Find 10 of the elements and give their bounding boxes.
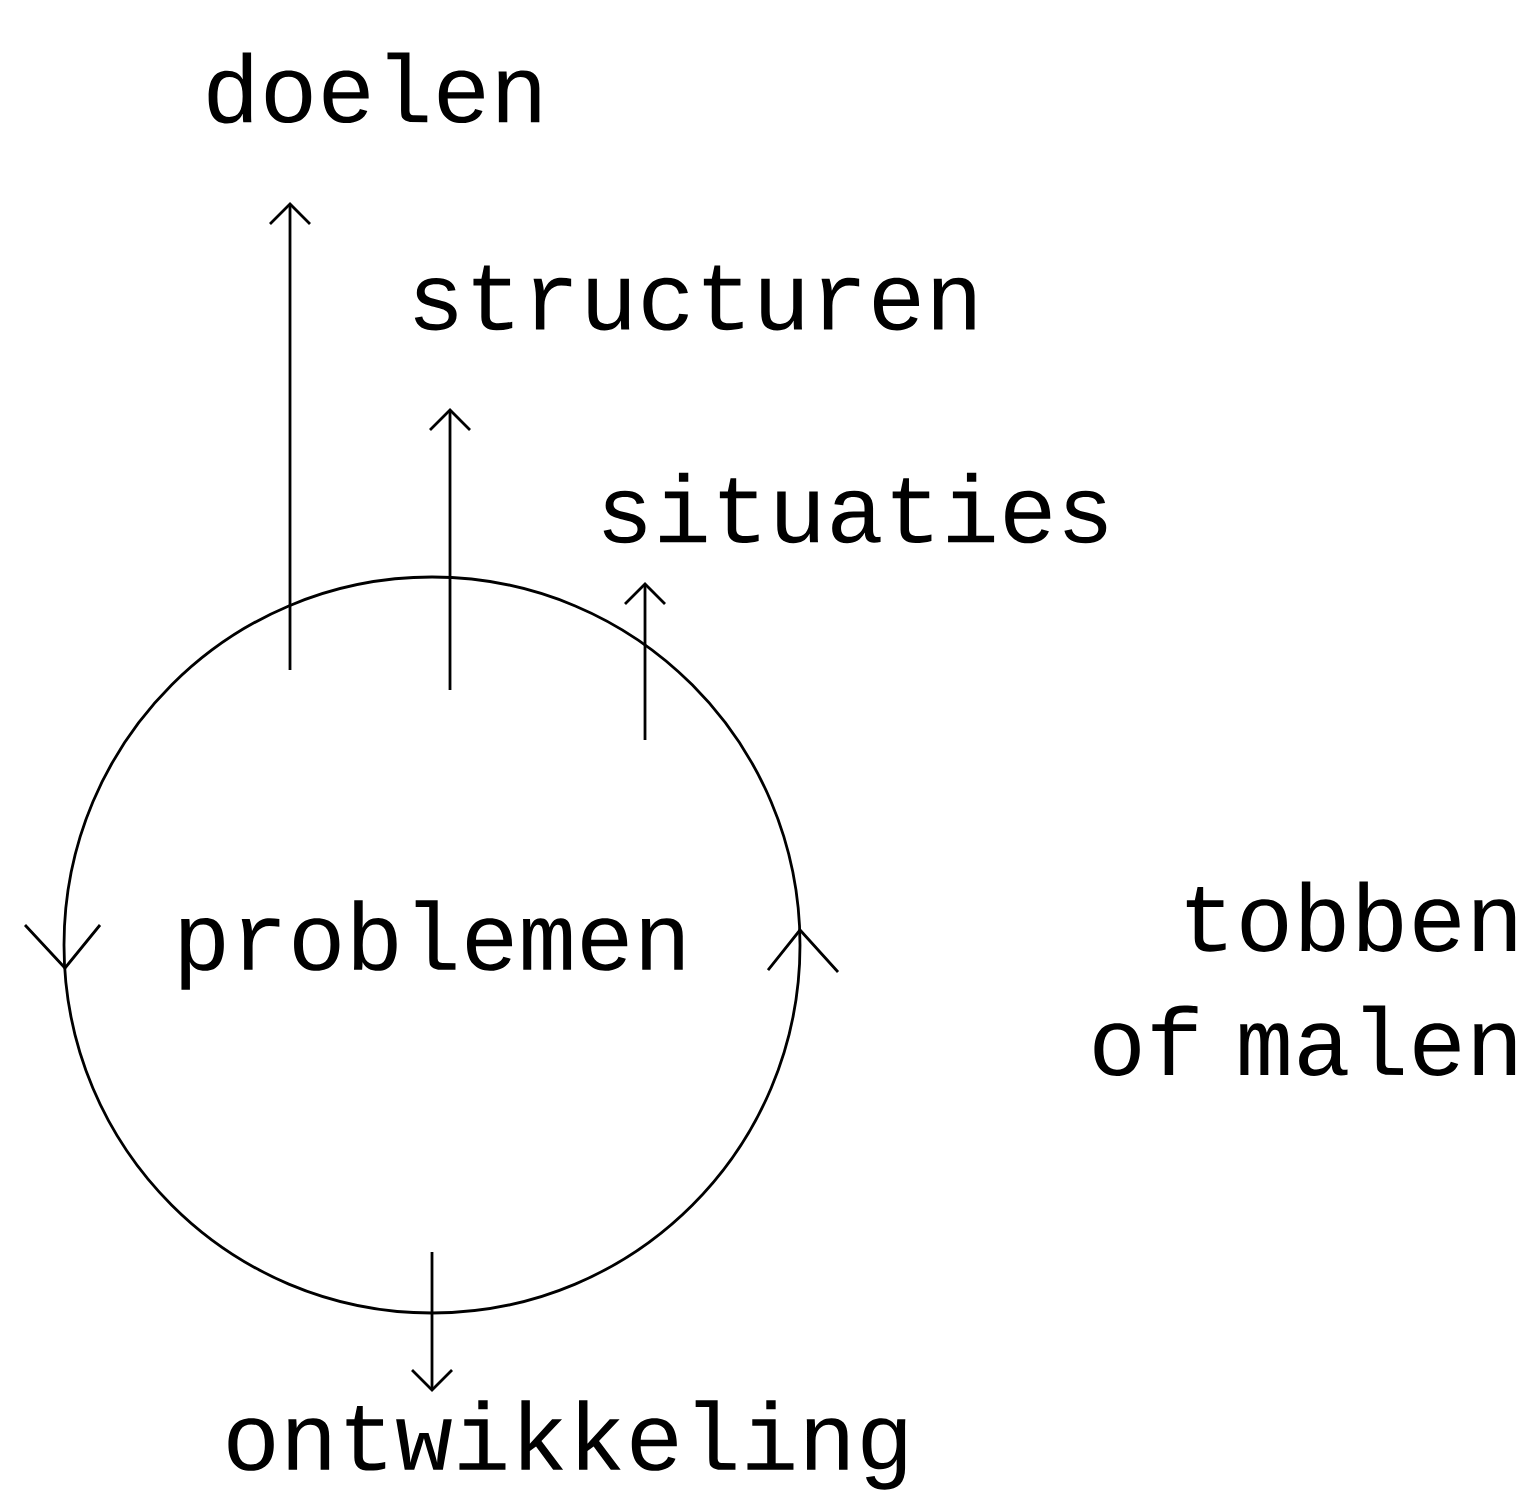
node-text: ontwikkeling — [228, 1400, 906, 1490]
arrow — [429, 408, 471, 690]
circle-node: problemen — [62, 575, 802, 1315]
arrow — [269, 202, 311, 670]
arrow — [624, 582, 666, 740]
node-text: structuren — [414, 265, 975, 331]
node-text: doelen — [208, 52, 540, 124]
arrow — [411, 1252, 453, 1392]
node-text: situaties — [603, 472, 1107, 544]
note-text: tobben of malen — [1094, 881, 1516, 1076]
